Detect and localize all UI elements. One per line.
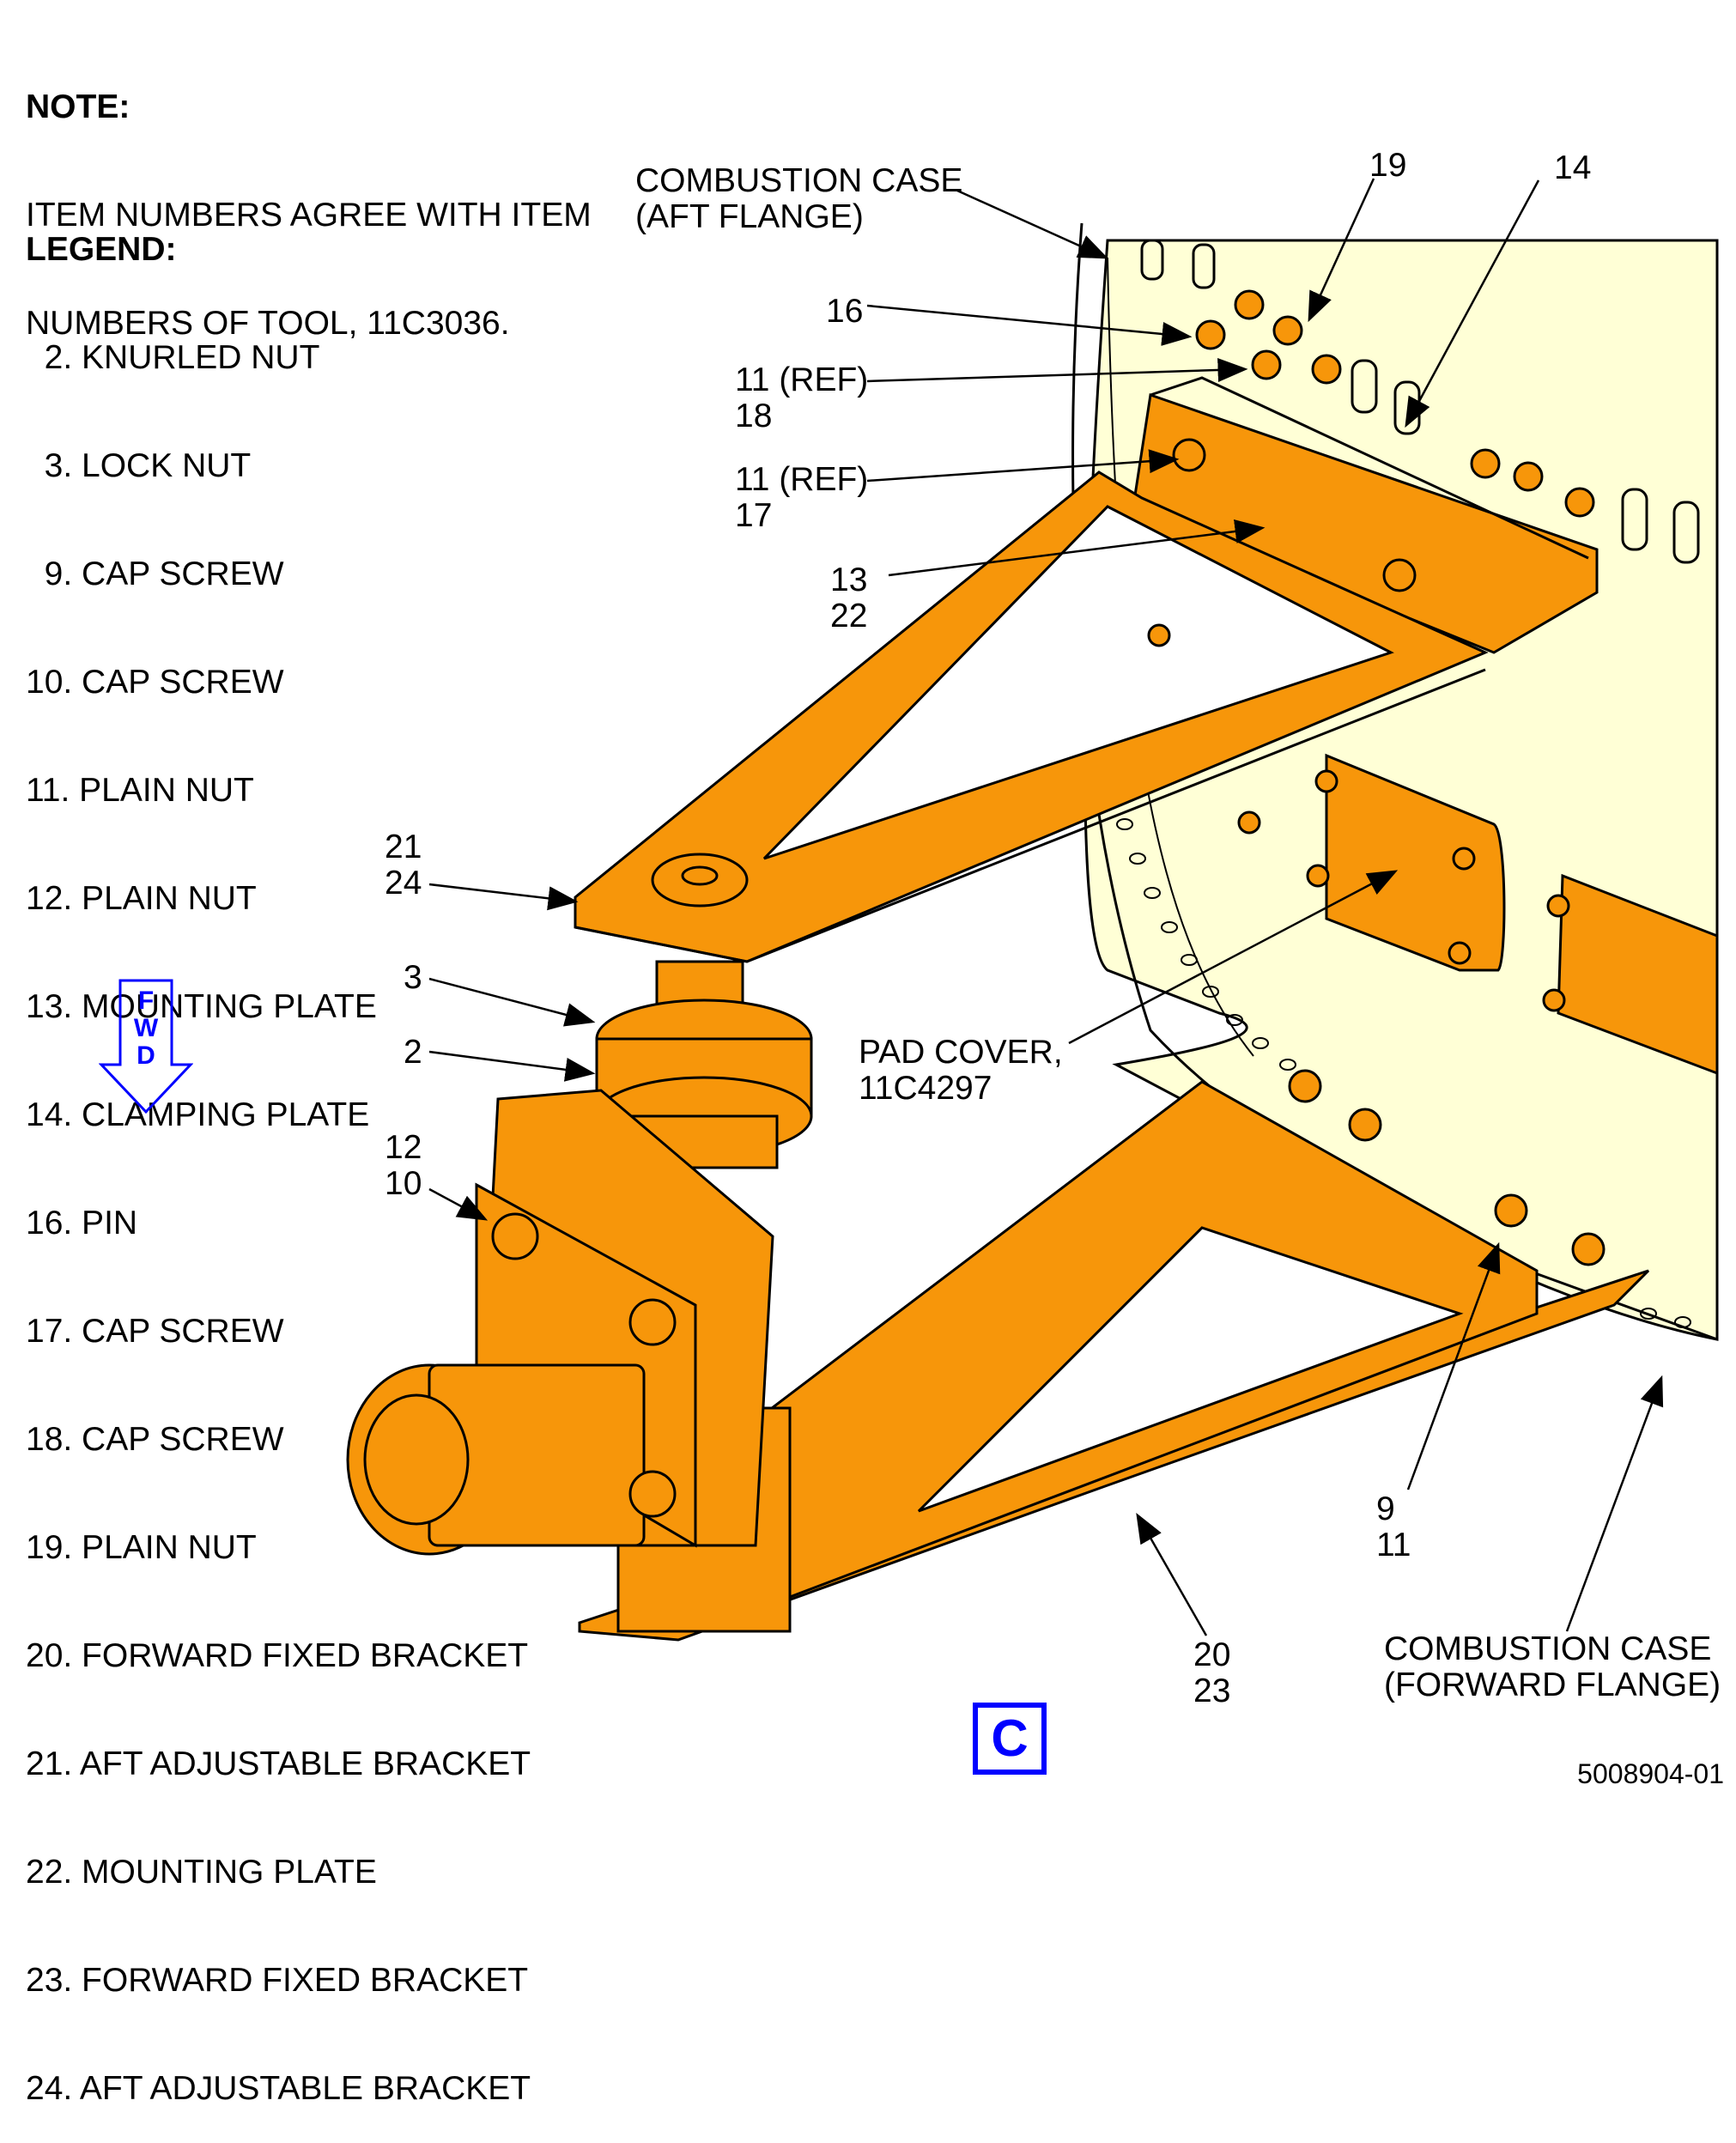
callout-13-22: 13 22 <box>830 562 868 634</box>
legend: LEGEND: 2. KNURLED NUT 3. LOCK NUT 9. CA… <box>26 160 531 2143</box>
callout-14: 14 <box>1554 149 1592 186</box>
figure-id: 5008904-01 <box>1577 1758 1724 1789</box>
forward-arrow-icon <box>99 979 193 1114</box>
note-block: NOTE: ITEM NUMBERS AGREE WITH ITEM NUMBE… <box>26 17 592 378</box>
legend-item: 22. MOUNTING PLATE <box>26 1854 377 1891</box>
legend-item: 2. KNURLED NUT <box>26 339 320 376</box>
legend-item: 16. PIN <box>26 1205 138 1241</box>
callout-forward-flange: COMBUSTION CASE (FORWARD FLANGE) <box>1384 1630 1721 1703</box>
legend-item: 14. CLAMPING PLATE <box>26 1096 370 1133</box>
legend-title: LEGEND: <box>26 231 177 268</box>
legend-item: 10. CAP SCREW <box>26 664 284 701</box>
knurled-nut-assembly <box>595 960 813 1169</box>
callout-16: 16 <box>826 293 864 330</box>
callout-12-10: 12 10 <box>385 1129 422 1202</box>
legend-item: 19. PLAIN NUT <box>26 1529 257 1566</box>
note-line: ITEM NUMBERS AGREE WITH ITEM <box>26 197 592 234</box>
legend-item: 12. PLAIN NUT <box>26 880 257 917</box>
callout-21-24: 21 24 <box>385 829 422 902</box>
legend-item: 3. LOCK NUT <box>26 447 252 484</box>
callout-19: 19 <box>1369 147 1407 184</box>
note-title: NOTE: <box>26 88 131 125</box>
callout-20-23: 20 23 <box>1193 1636 1231 1709</box>
leader-lines <box>428 178 1664 1636</box>
legend-item: 18. CAP SCREW <box>26 1421 284 1458</box>
legend-item: 11. PLAIN NUT <box>26 772 254 809</box>
callout-9-11: 9 11 <box>1376 1490 1411 1563</box>
legend-item: 17. CAP SCREW <box>26 1313 284 1350</box>
note-line: NUMBERS OF TOOL, 11C3036. <box>26 305 510 342</box>
legend-item: 9. CAP SCREW <box>26 555 284 592</box>
fwd-label: F W D <box>133 987 159 1070</box>
aft-adjustable-bracket <box>574 376 1599 963</box>
callout-2: 2 <box>404 1034 422 1071</box>
callout-aft-flange: COMBUSTION CASE (AFT FLANGE) <box>635 162 963 235</box>
callout-11-18: 11 (REF) 18 <box>735 361 869 434</box>
callout-pad-cover: PAD COVER, 11C4297 <box>859 1034 1063 1107</box>
legend-item: 23. FORWARD FIXED BRACKET <box>26 1962 529 1999</box>
tool-assembly-illustration <box>346 178 1719 1642</box>
legend-item: 20. FORWARD FIXED BRACKET <box>26 1637 529 1674</box>
mounting-block <box>346 1089 774 1556</box>
callout-3: 3 <box>404 959 422 996</box>
plain-nuts <box>1147 289 1605 1266</box>
legend-item: 24. AFT ADJUSTABLE BRACKET <box>26 2070 531 2107</box>
view-letter-box: C <box>973 1703 1047 1775</box>
legend-item: 21. AFT ADJUSTABLE BRACKET <box>26 1745 531 1782</box>
callout-11-17: 11 (REF) 17 <box>735 461 869 534</box>
